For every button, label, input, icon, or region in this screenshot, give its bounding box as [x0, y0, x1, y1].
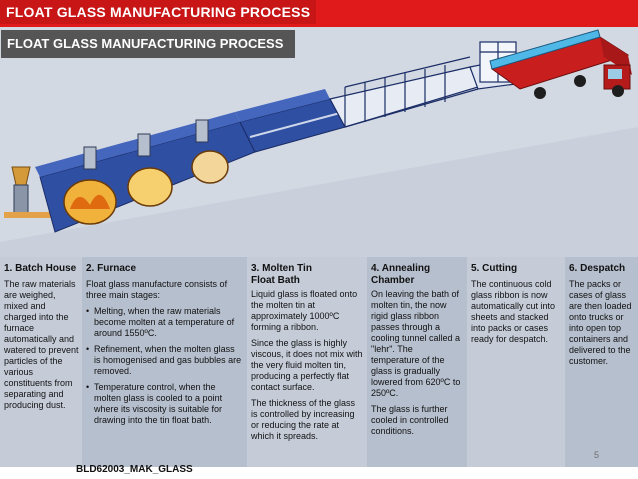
stage-title: 6. Despatch [569, 263, 626, 274]
production-line-diagram [0, 29, 638, 257]
stage-paragraph: Liquid glass is floated onto the molten … [251, 289, 358, 332]
stage-annealing: 4. Annealing Chamber On leaving the bath… [367, 257, 467, 467]
stage-cutting: 5. Cutting The continuous cold glass rib… [467, 257, 565, 467]
stage-paragraph: The raw materials are weighed, mixed and… [4, 279, 79, 410]
stage-bullet: Temperature control, when the molten gla… [86, 382, 242, 426]
batch-hopper-icon [4, 166, 54, 218]
annealing-lehr-icon [329, 56, 479, 128]
stage-title: 2. Furnace [86, 263, 137, 274]
stage-despatch: 6. Despatch The packs or cases of glass … [565, 257, 638, 467]
stage-title: 4. Annealing Chamber [371, 263, 431, 286]
stage-paragraph: Since the glass is highly viscous, it do… [251, 338, 363, 392]
stage-columns: 1. Batch House The raw materials are wei… [0, 257, 638, 467]
process-illustration [0, 27, 638, 257]
stage-body: Float glass manufacture consists of thre… [86, 279, 242, 431]
stage-bullet: Refinement, when the molten glass is hom… [86, 344, 242, 377]
stage-float-bath: 3. Molten Tin Float Bath Liquid glass is… [247, 257, 367, 467]
furnace-icon [35, 112, 256, 233]
stage-paragraph: The packs or cases of glass are then loa… [569, 279, 632, 366]
stage-furnace: 2. Furnace Float glass manufacture consi… [82, 257, 247, 467]
truck-icon [489, 29, 632, 99]
footer-code: BLD62003_MAK_GLASS [76, 464, 193, 475]
stage-body: The packs or cases of glass are then loa… [569, 279, 635, 372]
stage-paragraph: Float glass manufacture consists of thre… [86, 279, 228, 300]
float-bath-icon [235, 89, 346, 153]
stage-title: 3. Molten Tin Float Bath [251, 263, 312, 286]
stage-title: 1. Batch House [4, 263, 77, 274]
page-number: 5 [594, 450, 600, 460]
stage-paragraph: The continuous cold glass ribbon is now … [471, 279, 556, 344]
stage-paragraph: The thickness of the glass is controlled… [251, 398, 356, 441]
stage-bullets: Melting, when the raw materials become m… [86, 306, 242, 426]
stage-body: The raw materials are weighed, mixed and… [4, 279, 80, 416]
stage-paragraph: On leaving the bath of molten tin, the n… [371, 289, 461, 398]
stage-batch-house: 1. Batch House The raw materials are wei… [0, 257, 82, 467]
header-title: FLOAT GLASS MANUFACTURING PROCESS [0, 0, 317, 24]
stage-body: On leaving the bath of molten tin, the n… [371, 289, 463, 442]
section-title: FLOAT GLASS MANUFACTURING PROCESS [1, 30, 295, 58]
stage-paragraph: The glass is further cooled in controlle… [371, 404, 449, 436]
header-bar: FLOAT GLASS MANUFACTURING PROCESS [0, 0, 638, 27]
stage-body: The continuous cold glass ribbon is now … [471, 279, 561, 350]
stage-title: 5. Cutting [471, 263, 518, 274]
stage-body: Liquid glass is floated onto the molten … [251, 289, 363, 447]
stage-bullet: Melting, when the raw materials become m… [86, 306, 242, 339]
